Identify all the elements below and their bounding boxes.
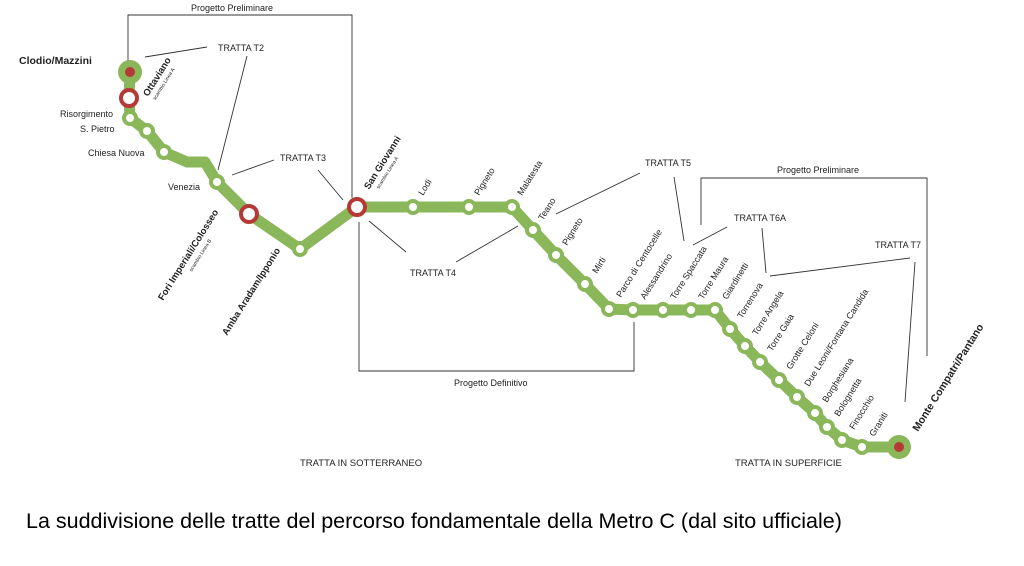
label-lodi: Lodi: [416, 177, 433, 197]
bracket-definitivo: [358, 222, 635, 372]
leader-t5-a: [555, 172, 641, 215]
section-leaders: [144, 46, 916, 403]
label-tratta-sotterraneo: TRATTA IN SOTTERRANEO: [300, 458, 422, 469]
label-monte-compatri: Monte Compatri/Pantano: [910, 322, 986, 434]
station-fori-imperiali: [239, 204, 259, 224]
label-progetto-preliminare-left: Progetto Preliminare: [191, 3, 273, 13]
station-teano: [525, 222, 541, 238]
label-fori-imperiali: Fori Imperiali/Colosseo: [156, 208, 221, 303]
leader-t6a-b: [761, 227, 767, 274]
zone-labels: TRATTA IN SOTTERRANEO TRATTA IN SUPERFIC…: [300, 458, 842, 469]
station-finocchio: [834, 432, 850, 448]
label-clodio: Clodio/Mazzini: [19, 55, 92, 67]
bracket-preliminare-right: [700, 177, 928, 356]
station-malatesta: [504, 199, 520, 215]
station-due-leoni: [789, 389, 805, 405]
label-s-pietro: S. Pietro: [80, 124, 115, 134]
terminus-clodio-dot: [125, 67, 135, 77]
metro-line-c: [123, 66, 905, 453]
label-tratta-t4: TRATTA T4: [410, 268, 456, 278]
station-chiesa-nuova: [156, 144, 172, 160]
terminus-monte-compatri-dot: [894, 442, 904, 452]
station-san-giovanni: [347, 197, 367, 217]
leader-t5-b: [673, 176, 685, 242]
label-risorgimento: Risorgimento: [60, 109, 113, 119]
section-labels: TRATTA T2 TRATTA T3 TRATTA T4 TRATTA T5 …: [218, 43, 921, 278]
station-borghesiana: [807, 405, 823, 421]
station-torre-gaia: [752, 354, 768, 370]
station-giardinetti: [707, 302, 723, 318]
termini: [118, 60, 911, 459]
project-brackets: [127, 14, 928, 372]
label-pigneto-2: Pigneto: [560, 216, 585, 247]
leader-t3-a: [231, 159, 275, 176]
leader-t4-a: [368, 220, 407, 253]
leader-t2-a: [144, 46, 208, 58]
leader-t4-b: [455, 225, 519, 263]
label-amba-aradam: Amba Aradam/Ipponio: [220, 246, 283, 338]
station-pigneto-2: [548, 247, 564, 263]
label-progetto-preliminare-right: Progetto Preliminare: [777, 165, 859, 175]
label-chiesa-nuova: Chiesa Nuova: [88, 148, 145, 158]
station-s-pietro: [139, 123, 155, 139]
station-lodi: [405, 199, 421, 215]
label-pigneto-1: Pigneto: [472, 166, 497, 197]
station-ottaviano: [119, 88, 139, 108]
station-pigneto-1: [461, 199, 477, 215]
station-venezia: [209, 174, 225, 190]
label-parco-centocelle: Parco di Centocelle: [614, 228, 664, 299]
project-labels: Progetto Preliminare Progetto Definitivo…: [191, 3, 859, 388]
station-mirti: [577, 276, 593, 292]
figure-caption: La suddivisione delle tratte del percors…: [26, 509, 842, 533]
station-alessandrino: [625, 302, 641, 318]
station-torre-angela: [737, 338, 753, 354]
label-tratta-t6a: TRATTA T6A: [734, 213, 786, 223]
station-amba-aradam: [292, 241, 308, 257]
leader-t3-b: [317, 169, 344, 201]
label-tratta-t2: TRATTA T2: [218, 43, 264, 53]
label-graniti: Graniti: [867, 410, 890, 438]
label-teano: Teano: [536, 196, 557, 222]
leader-t2-b: [217, 55, 248, 171]
station-torre-spaccata: [655, 302, 671, 318]
leader-t7-b: [904, 261, 916, 403]
label-tratta-t7: TRATTA T7: [875, 240, 921, 250]
label-malatesta: Malatesta: [515, 159, 544, 197]
label-venezia: Venezia: [168, 182, 200, 192]
label-tratta-t3: TRATTA T3: [280, 153, 326, 163]
station-risorgimento: [122, 110, 138, 126]
bracket-preliminare-left: [127, 14, 353, 198]
station-torrenova: [722, 321, 738, 337]
regular-stations: [122, 110, 870, 455]
station-torre-maura: [683, 302, 699, 318]
station-bolognetta: [819, 419, 835, 435]
label-mirti: Mirti: [590, 255, 607, 275]
station-parco-centocelle: [601, 301, 617, 317]
leader-t6a-a: [692, 226, 728, 246]
label-tratta-superficie: TRATTA IN SUPERFICIE: [735, 458, 842, 469]
station-graniti: [854, 439, 870, 455]
interchange-stations: [119, 88, 367, 224]
label-tratta-t5: TRATTA T5: [645, 158, 691, 168]
label-progetto-definitivo: Progetto Definitivo: [454, 378, 528, 388]
leader-t7-a: [769, 257, 911, 277]
station-grotte-celoni: [771, 372, 787, 388]
